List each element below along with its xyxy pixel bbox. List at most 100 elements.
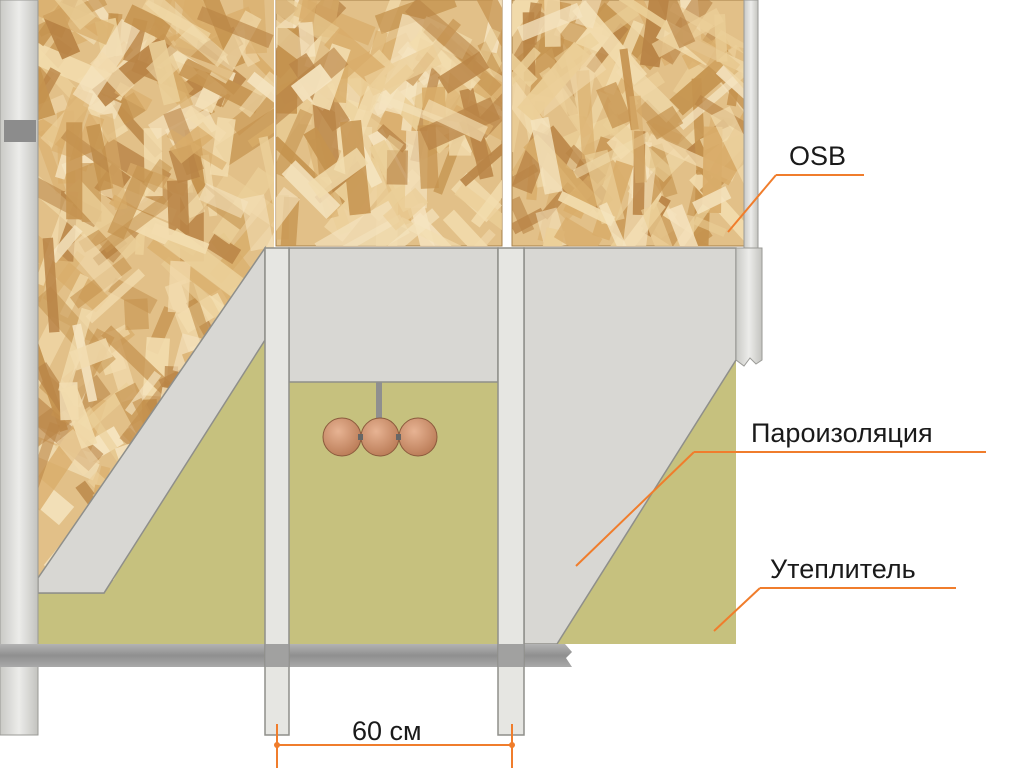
osb-chip-texture <box>66 233 123 293</box>
osb-chip-texture <box>123 298 149 331</box>
label-osb: OSB <box>789 141 846 171</box>
osb-chip-texture <box>38 316 71 391</box>
osb-chip-texture <box>512 196 535 235</box>
osb-chip-texture <box>276 0 341 46</box>
osb-chip-texture <box>99 113 128 211</box>
osb-chip-texture <box>183 105 227 143</box>
osb-chip-texture <box>598 202 642 246</box>
osb-chip-texture <box>471 0 502 51</box>
osb-panel-middle <box>275 0 503 247</box>
osb-chip-texture <box>691 78 707 175</box>
osb-chip-texture <box>69 337 113 371</box>
osb-chip-texture <box>557 190 616 227</box>
osb-chip-texture <box>281 160 341 219</box>
osb-chip-texture <box>276 108 313 178</box>
vapor-barrier-middle <box>288 247 499 383</box>
osb-chip-texture <box>646 105 684 140</box>
label-spacing: 60 см <box>352 716 422 746</box>
osb-chip-texture <box>167 260 191 313</box>
osb-chip-texture <box>421 99 488 142</box>
osb-chip-texture <box>205 233 242 265</box>
osb-chip-texture <box>669 2 744 59</box>
osb-chip-texture <box>48 224 83 264</box>
osb-chip-texture <box>276 186 301 238</box>
osb-chip-texture <box>715 65 744 117</box>
osb-chip-texture <box>42 237 60 333</box>
osb-chip-texture <box>198 182 249 219</box>
osb-chip-texture <box>459 120 502 187</box>
osb-chip-texture <box>454 183 502 246</box>
osb-chip-texture <box>710 106 744 200</box>
osb-chip-texture <box>258 136 274 214</box>
osb-chip-texture <box>90 51 135 98</box>
osb-chip-texture <box>151 222 210 255</box>
osb-chip-texture <box>553 216 603 246</box>
osb-chip-texture <box>197 6 274 49</box>
osb-chip-texture <box>178 58 264 114</box>
osb-chip-texture <box>47 0 96 31</box>
osb-chip-texture <box>615 59 680 123</box>
leader-vapor-barrier <box>575 451 986 567</box>
osb-panel-right <box>511 0 745 247</box>
osb-chip-texture <box>658 0 696 49</box>
osb-chip-texture <box>166 180 190 235</box>
osb-chip-texture <box>517 41 591 122</box>
osb-chip-texture <box>148 39 181 106</box>
wire-bundle <box>322 382 438 457</box>
osb-chip-texture <box>442 209 499 246</box>
osb-chip-texture <box>60 384 98 449</box>
osb-chip-texture <box>512 0 555 47</box>
osb-chip-texture <box>470 177 502 228</box>
osb-chip-texture <box>181 281 214 350</box>
osb-chip-texture <box>718 44 744 95</box>
osb-chip-texture <box>56 428 100 476</box>
osb-chip-texture <box>100 329 139 403</box>
label-vapor-barrier: Пароизоляция <box>751 418 933 448</box>
osb-chip-texture <box>169 121 215 164</box>
leader-osb <box>727 174 864 233</box>
osb-chip-texture <box>692 186 732 215</box>
osb-chip-texture <box>369 208 440 246</box>
osb-chip-texture <box>693 216 727 237</box>
osb-chip-texture <box>144 0 229 67</box>
osb-chip-texture <box>512 41 538 87</box>
left-post <box>0 0 39 736</box>
osb-chip-texture <box>382 187 429 231</box>
osb-chip-texture <box>339 214 410 246</box>
osb-chip-texture <box>405 0 480 66</box>
osb-chip-texture <box>240 194 274 252</box>
osb-chip-texture <box>215 99 274 167</box>
osb-chip-texture <box>290 63 333 103</box>
osb-chip-texture <box>640 204 681 246</box>
osb-chip-texture <box>148 22 234 82</box>
osb-chip-texture <box>596 81 633 129</box>
osb-chip-texture <box>99 195 171 254</box>
osb-chip-texture <box>629 95 647 184</box>
osb-chip-texture <box>618 0 674 33</box>
osb-chip-texture <box>575 0 604 29</box>
osb-chip-texture <box>364 44 442 96</box>
label-insulation: Утеплитель <box>770 554 916 584</box>
osb-chip-texture <box>298 21 316 58</box>
osb-chip-texture <box>314 200 401 246</box>
right-post <box>735 247 763 367</box>
dimension-spacing <box>274 724 515 768</box>
osb-chip-texture <box>141 158 173 193</box>
osb-chip-texture <box>714 13 728 62</box>
osb-chip-texture <box>530 116 563 195</box>
osb-chip-texture <box>51 86 93 158</box>
osb-chip-texture <box>298 0 322 24</box>
osb-chip-texture <box>576 70 596 159</box>
osb-chip-texture <box>437 51 490 94</box>
osb-chip-texture <box>123 4 172 41</box>
osb-chip-texture <box>66 122 83 220</box>
osb-chip-texture <box>276 14 310 61</box>
osb-chip-texture <box>38 422 61 502</box>
osb-chip-texture <box>246 71 274 112</box>
osb-chip-texture <box>666 204 699 246</box>
osb-chip-texture <box>572 131 652 179</box>
osb-chip-texture <box>517 2 583 42</box>
leader-insulation <box>713 587 956 632</box>
osb-chip-texture <box>107 165 154 240</box>
